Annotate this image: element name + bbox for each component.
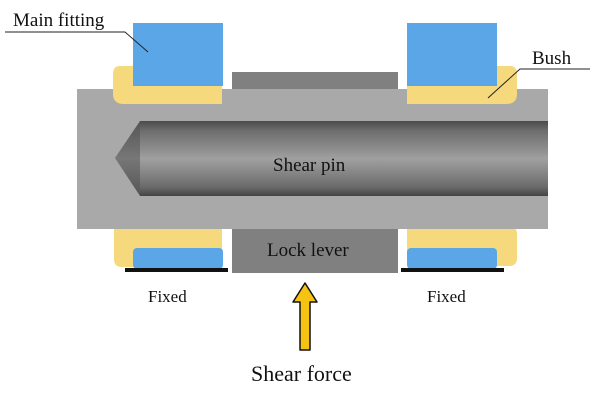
- shear-force-arrow-icon: [292, 282, 318, 351]
- main-fitting-left-top: [133, 23, 223, 86]
- bush-leader-line: [487, 68, 590, 99]
- label-shear-force: Shear force: [251, 361, 352, 386]
- label-lock-lever: Lock lever: [267, 240, 349, 261]
- label-shear-pin: Shear pin: [273, 155, 346, 176]
- main-fitting-leader-line: [5, 31, 149, 53]
- label-bush: Bush: [532, 48, 572, 69]
- shear-pin-tip: [115, 121, 140, 196]
- main-fitting-right-bottom: [407, 248, 497, 269]
- label-fixed-right: Fixed: [427, 287, 466, 306]
- bush-right-top: [407, 66, 517, 104]
- fixed-bar-left: [125, 268, 228, 272]
- label-fixed-left: Fixed: [148, 287, 187, 306]
- shear-pin: [115, 121, 548, 196]
- lock-lever-bottom: [232, 228, 398, 273]
- bush-right-bottom: [407, 229, 517, 266]
- label-main-fitting: Main fitting: [13, 10, 105, 31]
- bush-left-top: [113, 66, 222, 104]
- fixed-bar-right: [401, 268, 504, 272]
- shear-pin-body: [140, 121, 548, 196]
- main-fitting-right-top: [407, 23, 497, 86]
- main-fitting-left-bottom: [133, 248, 223, 269]
